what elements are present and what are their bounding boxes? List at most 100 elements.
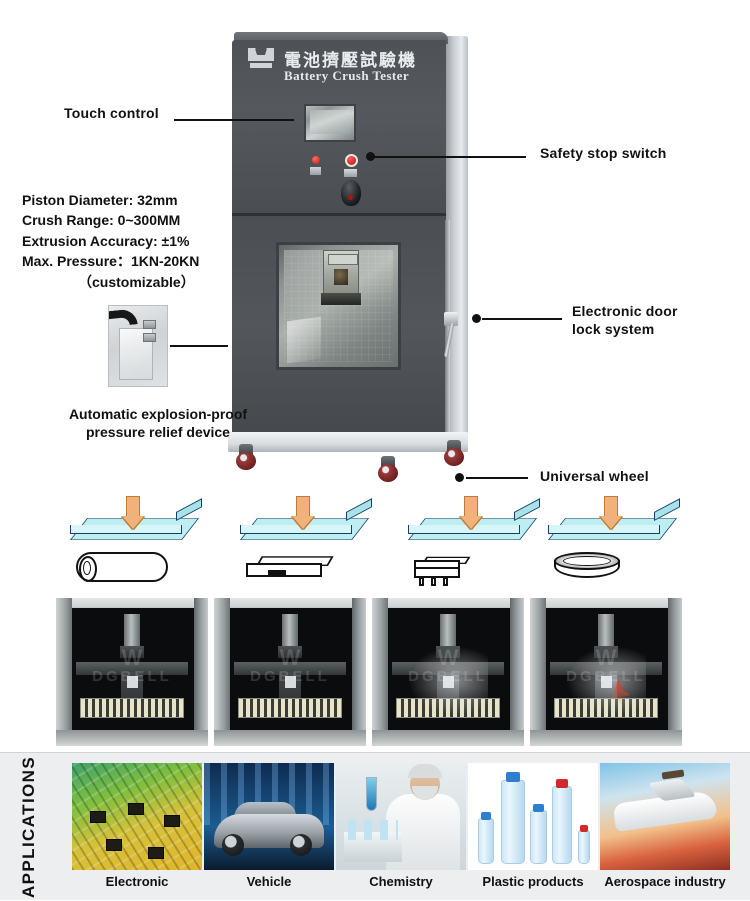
machine-panel-seam bbox=[232, 213, 446, 217]
crossbar bbox=[76, 662, 188, 675]
plate-front-face bbox=[70, 525, 182, 534]
test-chamber: W DGBELL bbox=[544, 608, 668, 734]
arrow-shaft bbox=[464, 496, 478, 516]
spec-customizable-note: （customizable） bbox=[78, 273, 195, 290]
bottles-art bbox=[468, 763, 598, 870]
chamber-wall-left bbox=[214, 598, 230, 746]
plate-front-face bbox=[240, 525, 352, 534]
machine-title-english: Battery Crush Tester bbox=[284, 68, 409, 83]
viewing-window bbox=[276, 242, 401, 370]
spec-max-pressure: Max. Pressure：1KN-20KN bbox=[22, 253, 200, 270]
watermark-mark: W bbox=[437, 645, 459, 670]
ram-head bbox=[120, 646, 144, 658]
caster-wheel bbox=[444, 448, 464, 466]
coin-body bbox=[554, 552, 624, 582]
application-card-chemistry: Chemistry bbox=[336, 763, 466, 889]
arrow-head bbox=[292, 516, 314, 529]
hydraulic-ram bbox=[124, 614, 140, 648]
down-arrow-icon bbox=[292, 496, 314, 529]
crush-test-photo: W DGBELL bbox=[530, 598, 682, 746]
arrow-head bbox=[122, 516, 144, 529]
prismatic-tab bbox=[443, 577, 448, 586]
hydraulic-ram bbox=[440, 614, 456, 648]
application-label: Electronic bbox=[105, 874, 169, 889]
application-thumbnail-aerospace bbox=[600, 763, 730, 870]
pcb-chip bbox=[90, 811, 106, 823]
hydraulic-ram bbox=[282, 614, 298, 648]
watermark-mark: W bbox=[121, 645, 143, 670]
touch-control-panel[interactable] bbox=[304, 104, 356, 142]
plunger-window bbox=[285, 676, 296, 688]
coin-battery-shape bbox=[554, 552, 624, 582]
watermark-text: DGBELL bbox=[250, 667, 330, 685]
watermark-mark: W bbox=[279, 645, 301, 670]
crown-shape bbox=[248, 48, 274, 61]
universal-wheel-caster bbox=[444, 440, 464, 466]
prismatic-front-face bbox=[414, 560, 460, 578]
leader-dot-safety-stop bbox=[366, 152, 375, 161]
airplane-fuselage bbox=[612, 790, 718, 832]
arrow-shaft bbox=[296, 496, 310, 516]
diagram-cylindrical-cell bbox=[62, 494, 222, 590]
control-knob[interactable] bbox=[341, 180, 361, 206]
cylindrical-body bbox=[76, 552, 168, 582]
car-wheel bbox=[290, 834, 312, 856]
pouch-body bbox=[246, 552, 334, 578]
leader-line-door-lock bbox=[482, 318, 562, 320]
crossbar bbox=[234, 662, 346, 675]
smoke-effect bbox=[566, 645, 646, 716]
prismatic-seam bbox=[416, 567, 458, 569]
crush-plate bbox=[240, 496, 372, 546]
safety-stop-switch-button[interactable] bbox=[345, 154, 358, 167]
caster-fork bbox=[381, 456, 395, 467]
chamber-floor bbox=[214, 730, 366, 746]
universal-wheel-caster bbox=[236, 444, 256, 470]
leader-dot-door-lock bbox=[472, 314, 481, 323]
application-thumbnail-bottles bbox=[468, 763, 598, 870]
application-label: Plastic products bbox=[482, 874, 584, 889]
callout-electronic-door-lock: Electronic door lock system bbox=[572, 303, 678, 337]
safety-stop-label-plate bbox=[344, 169, 357, 177]
bottle-cap bbox=[506, 772, 520, 782]
leader-dot-universal-wheel bbox=[455, 473, 464, 482]
crush-test-photo-strip: W DGBELL W DGBELL bbox=[0, 594, 750, 750]
airplane-art bbox=[600, 763, 730, 870]
chamber-wall-right bbox=[510, 598, 524, 746]
battery-crush-tester-machine: 電池擠壓試驗機 Battery Crush Tester bbox=[228, 30, 468, 482]
pouch-battery-shape bbox=[246, 552, 334, 578]
dgbell-watermark: W DGBELL bbox=[386, 645, 510, 685]
application-thumbnail-chemistry bbox=[336, 763, 466, 870]
application-card-vehicle: Vehicle bbox=[204, 763, 334, 889]
car-art bbox=[204, 763, 334, 870]
caster-wheel bbox=[378, 464, 398, 482]
scientist-beard bbox=[412, 786, 438, 800]
water-bottle bbox=[501, 780, 525, 864]
diagram-pouch-cell bbox=[232, 494, 392, 590]
down-arrow-icon bbox=[600, 496, 622, 529]
test-tube bbox=[366, 777, 377, 811]
leader-line-universal-wheel bbox=[466, 477, 528, 479]
water-bottle bbox=[478, 818, 494, 864]
caster-fork bbox=[239, 444, 253, 455]
crush-plate bbox=[70, 496, 202, 546]
dgbell-watermark: W DGBELL bbox=[70, 645, 194, 685]
pcb-chip bbox=[106, 839, 122, 851]
airplane-window-strip bbox=[661, 769, 685, 780]
test-chamber: W DGBELL bbox=[70, 608, 194, 734]
indicator-light-icon bbox=[312, 156, 320, 164]
relief-clip-upper bbox=[143, 320, 156, 329]
door-lock-mount-icon bbox=[444, 312, 458, 326]
callout-universal-wheel: Universal wheel bbox=[540, 468, 649, 484]
water-bottle bbox=[552, 786, 572, 864]
leader-line-safety-stop bbox=[374, 156, 526, 158]
chamber-wall-right bbox=[668, 598, 682, 746]
arrow-shaft bbox=[126, 496, 140, 516]
dgbell-crown-logo-icon bbox=[246, 48, 276, 74]
prismatic-tab bbox=[419, 577, 424, 586]
caster-wheel bbox=[236, 452, 256, 470]
coin-inner-ring bbox=[563, 556, 611, 566]
test-chamber: W DGBELL bbox=[228, 608, 352, 734]
chamber-wall-left bbox=[56, 598, 72, 746]
watermark-text: DGBELL bbox=[92, 667, 172, 685]
arrow-head bbox=[460, 516, 482, 529]
